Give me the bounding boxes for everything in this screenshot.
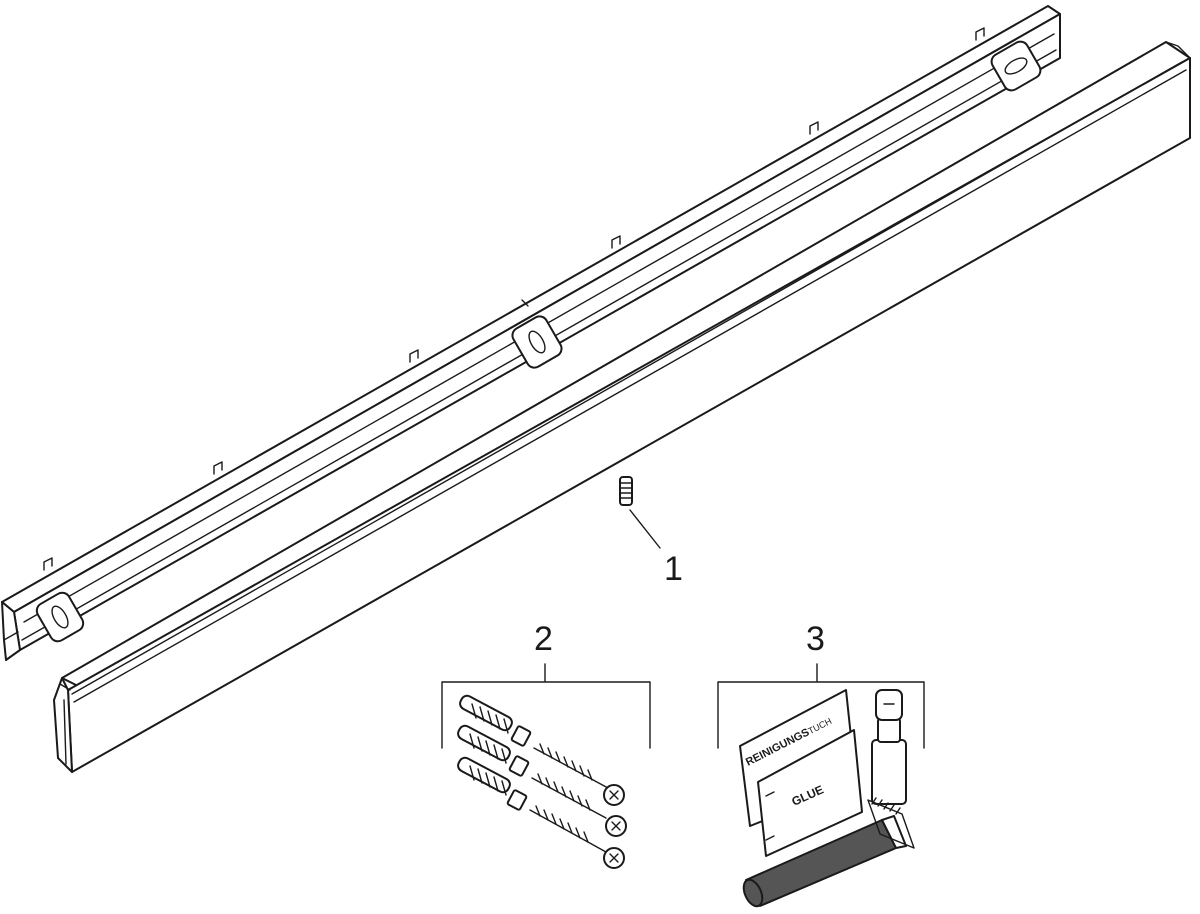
set-screw-pin — [619, 476, 633, 506]
bracket-2 — [441, 663, 651, 749]
screw-2 — [531, 773, 627, 837]
callout-3: 3 — [806, 620, 825, 658]
glue-kit: REINIGUNGSTUCH GLUE — [739, 689, 915, 908]
leader-line-1 — [629, 509, 661, 549]
mounting-rail — [1, 5, 1061, 661]
cover-bar — [53, 41, 1191, 773]
keyhole-slot-middle — [511, 315, 563, 369]
glue-tube — [742, 797, 915, 908]
fixing-set — [457, 694, 627, 869]
rail-clips — [43, 27, 985, 571]
bracket-3 — [717, 663, 925, 749]
keyhole-slot-left — [35, 591, 85, 643]
wall-plug-3 — [457, 756, 528, 811]
callout-1: 1 — [664, 550, 683, 588]
wall-plug-2 — [457, 724, 530, 777]
glue-sachet: GLUE — [757, 729, 863, 857]
keyhole-slot-right — [990, 40, 1042, 92]
primer-bottle — [871, 689, 907, 805]
wall-plug-1 — [459, 694, 532, 747]
callout-2: 2 — [534, 620, 553, 658]
screw-1 — [533, 743, 625, 806]
screw-3 — [529, 805, 625, 869]
